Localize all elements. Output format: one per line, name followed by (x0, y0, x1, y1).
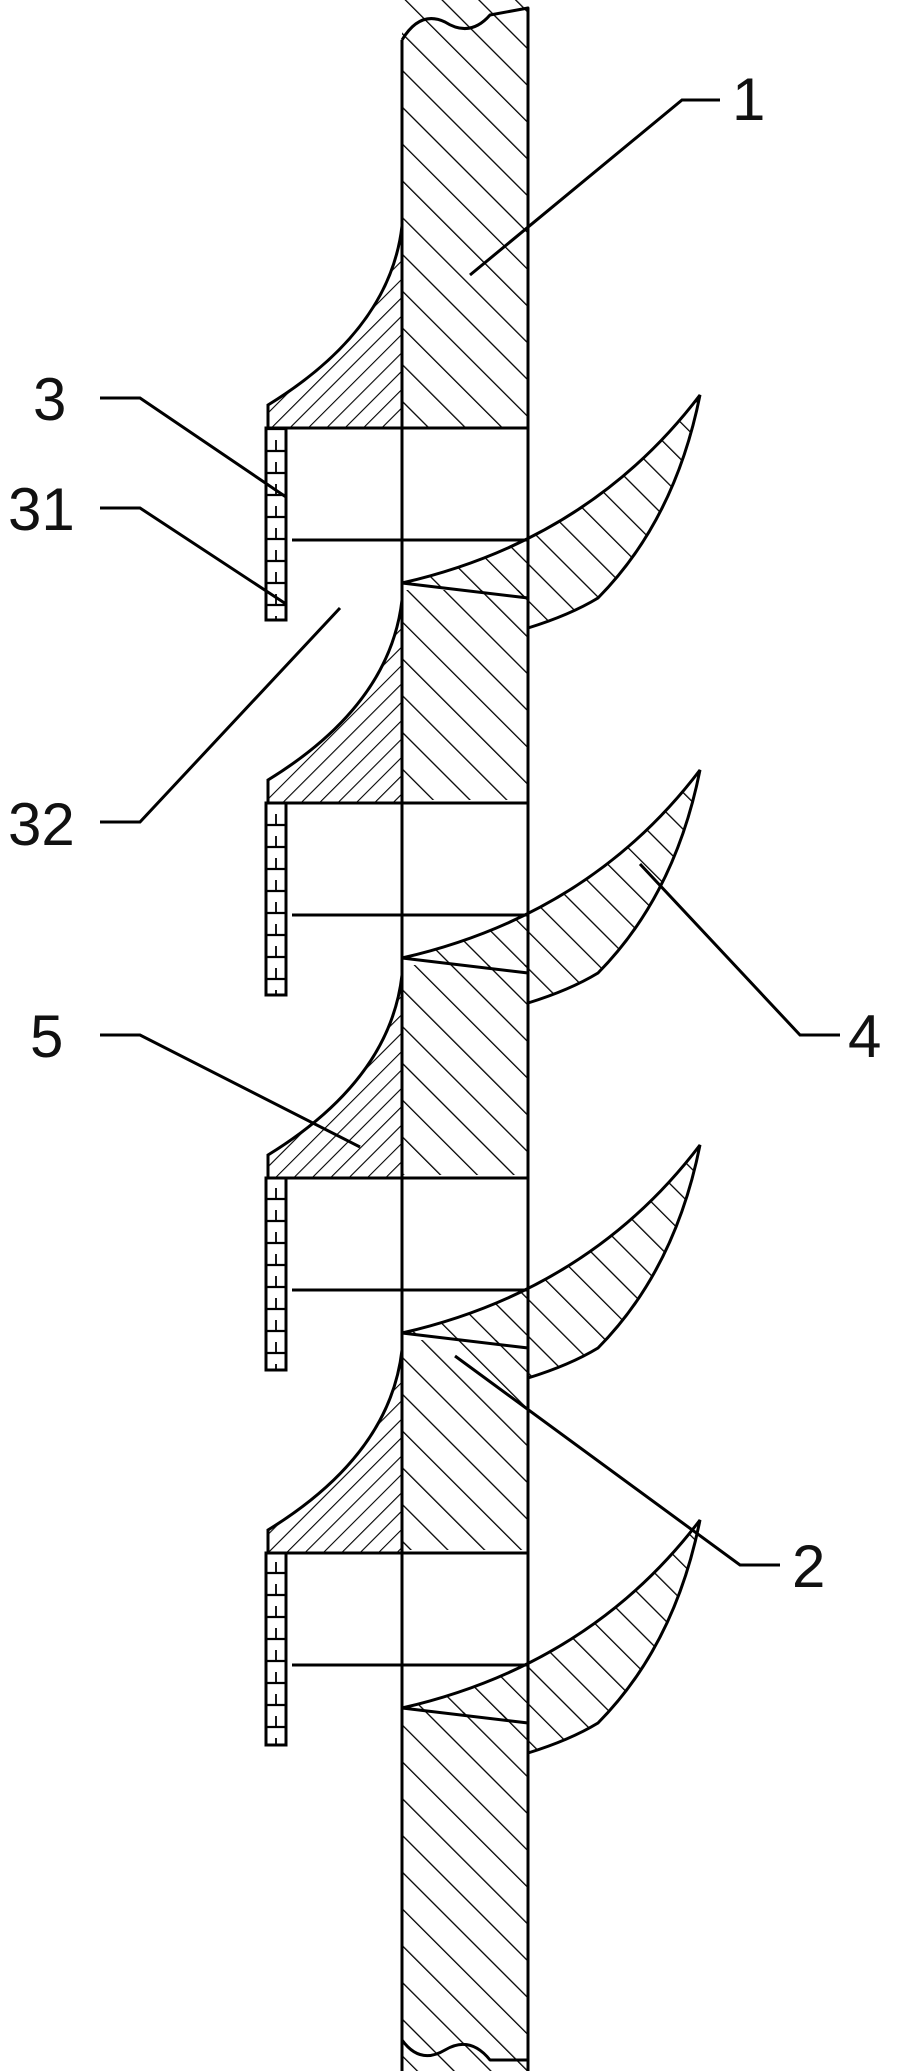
fillet-1 (266, 225, 404, 430)
bracket-2 (264, 801, 288, 997)
bracket-1 (264, 426, 288, 622)
bracket-3 (264, 1176, 288, 1372)
fillet-3 (266, 974, 404, 1180)
blade-2 (401, 769, 702, 1006)
label-blade: 4 (848, 1003, 881, 1070)
bracket-4 (264, 1551, 288, 1747)
label-shaft: 1 (732, 66, 765, 133)
blade-3 (401, 1144, 702, 1381)
fillet-2 (266, 599, 404, 805)
blade-4 (401, 1519, 702, 1756)
shaft-body (292, 0, 530, 2071)
blade-1 (401, 394, 702, 631)
label-bracket-gap: 32 (8, 791, 75, 858)
fillet-4 (266, 1349, 404, 1555)
label-fillet: 5 (30, 1003, 63, 1070)
label-bracket: 3 (33, 366, 66, 433)
label-bracket-wall: 31 (8, 476, 75, 543)
leader-lines (100, 98, 840, 1567)
label-through-hole: 2 (792, 1533, 825, 1600)
